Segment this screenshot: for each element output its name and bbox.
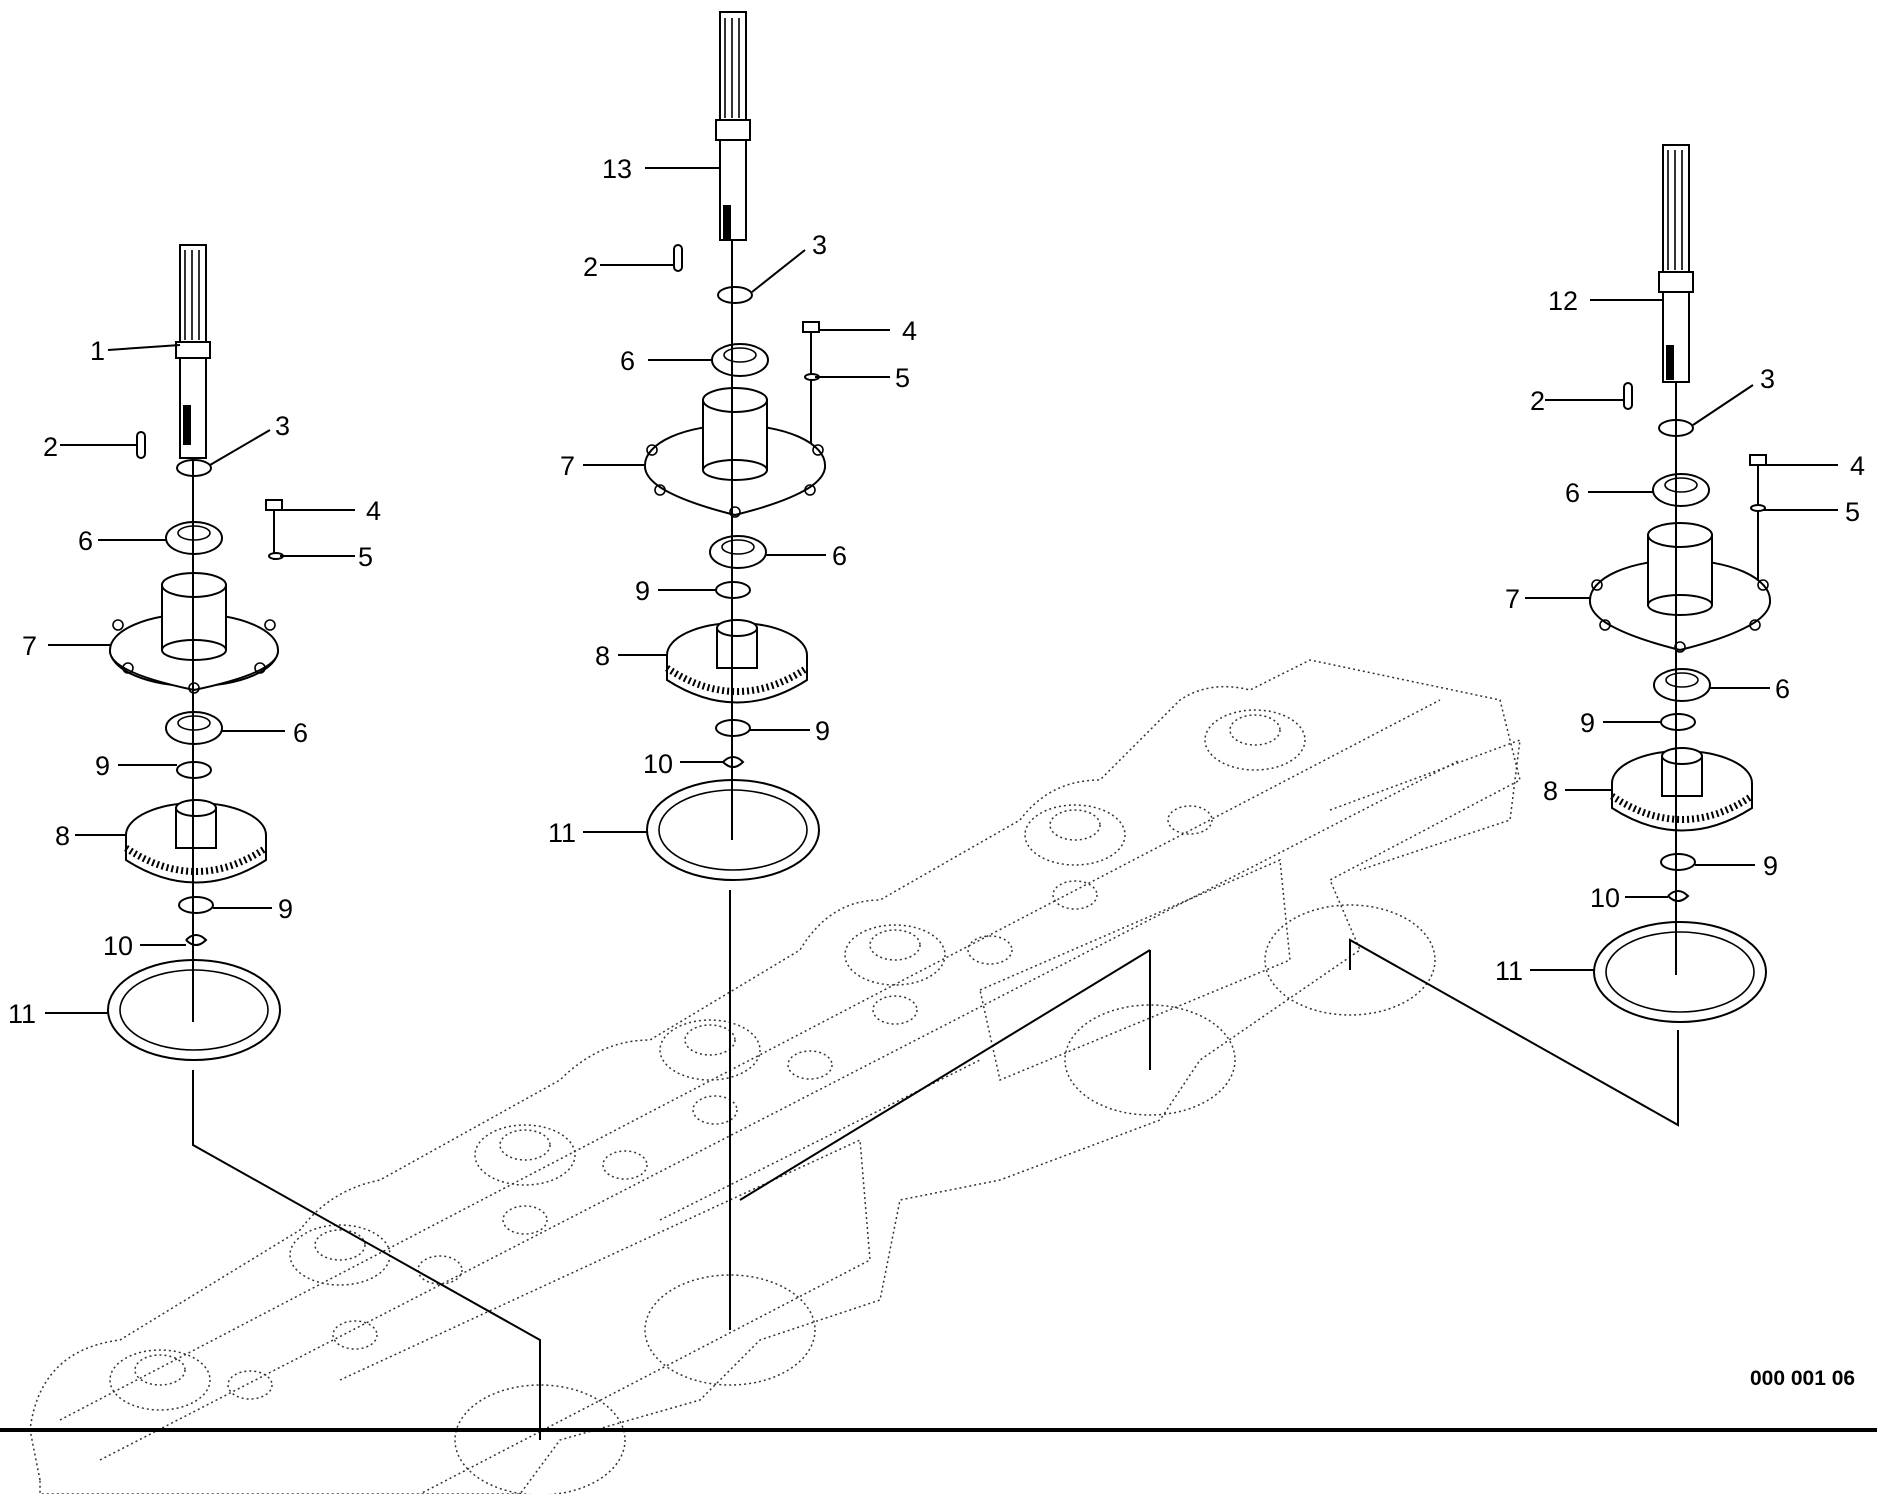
callout-label: 11: [548, 818, 576, 848]
bolt-4: [265, 499, 283, 511]
callout-label: 13: [602, 154, 632, 184]
leader-lines: [45, 167, 1838, 1014]
callout-label: 9: [278, 894, 293, 924]
gear-8: [665, 619, 809, 704]
bearing-cover-7: [1588, 522, 1772, 653]
callout-label: 11: [8, 999, 36, 1029]
clip-10: [722, 756, 745, 768]
key-2: [673, 244, 683, 272]
callout-label: 9: [815, 716, 830, 746]
callout-label: 5: [358, 542, 373, 572]
callouts-left: 1 2 3 4 5 6 7 6 9 8 9 10 11: [8, 336, 381, 1029]
callouts-right: 12 2 3 4 6 5 7 6 9 8 9 10 11: [1495, 286, 1865, 986]
ring-9-upper: [1660, 713, 1696, 731]
callout-label: 10: [643, 749, 673, 779]
bolt-4: [1749, 454, 1767, 466]
callout-label: 6: [1565, 478, 1580, 508]
clip-10: [185, 934, 208, 946]
callout-label: 11: [1495, 956, 1523, 986]
clip-10: [1667, 890, 1690, 902]
assembly-left: [107, 244, 541, 1440]
ring-9-lower: [178, 896, 214, 914]
retaining-ring-3: [717, 286, 753, 304]
gear-8: [124, 799, 268, 884]
callout-label: 2: [583, 252, 598, 282]
shaft-1: [179, 244, 207, 346]
ring-9-lower: [1660, 853, 1696, 871]
callout-label: 3: [275, 411, 290, 441]
callout-label: 6: [78, 526, 93, 556]
callout-label: 4: [902, 316, 917, 346]
key-2: [1623, 382, 1633, 410]
callout-label: 1: [90, 336, 105, 366]
cutter-bar-housing: [29, 659, 1521, 1494]
callout-label: 3: [1760, 364, 1775, 394]
callout-label: 12: [1548, 286, 1578, 316]
shaft-12: [1662, 144, 1690, 276]
callout-label: 2: [1530, 386, 1545, 416]
callout-label: 3: [812, 230, 827, 260]
callout-label: 8: [1543, 776, 1558, 806]
callout-label: 5: [895, 363, 910, 393]
shaft-13: [719, 11, 747, 123]
assembly-right: [1349, 144, 1772, 1127]
washer-5: [1750, 504, 1766, 512]
callout-label: 9: [95, 751, 110, 781]
key-2: [136, 431, 146, 459]
callout-label: 7: [560, 451, 575, 481]
assembly-center: [643, 11, 1151, 1330]
callout-label: 6: [293, 718, 308, 748]
callout-label: 6: [1775, 674, 1790, 704]
callout-label: 9: [635, 576, 650, 606]
drawing-reference-number: 000 001 06: [1750, 1367, 1855, 1390]
callout-label: 8: [55, 821, 70, 851]
bolt-4: [802, 321, 820, 333]
callout-label: 4: [1850, 451, 1865, 481]
callout-label: 6: [620, 346, 635, 376]
callout-label: 6: [832, 541, 847, 571]
callouts-center: 13 2 3 4 6 5 7 6 9 8 9 10 11: [548, 154, 917, 848]
gasket-11: [1593, 921, 1767, 1023]
callout-label: 5: [1845, 497, 1860, 527]
callout-label: 2: [43, 432, 58, 462]
callout-label: 7: [22, 631, 37, 661]
callout-label: 10: [103, 931, 133, 961]
callout-label: 10: [1590, 883, 1620, 913]
callout-label: 7: [1505, 584, 1520, 614]
callout-label: 8: [595, 641, 610, 671]
callout-label: 4: [366, 496, 381, 526]
bearing-cover-7: [643, 387, 827, 518]
callout-label: 9: [1763, 851, 1778, 881]
callout-label: 9: [1580, 708, 1595, 738]
gear-8: [1610, 747, 1754, 832]
